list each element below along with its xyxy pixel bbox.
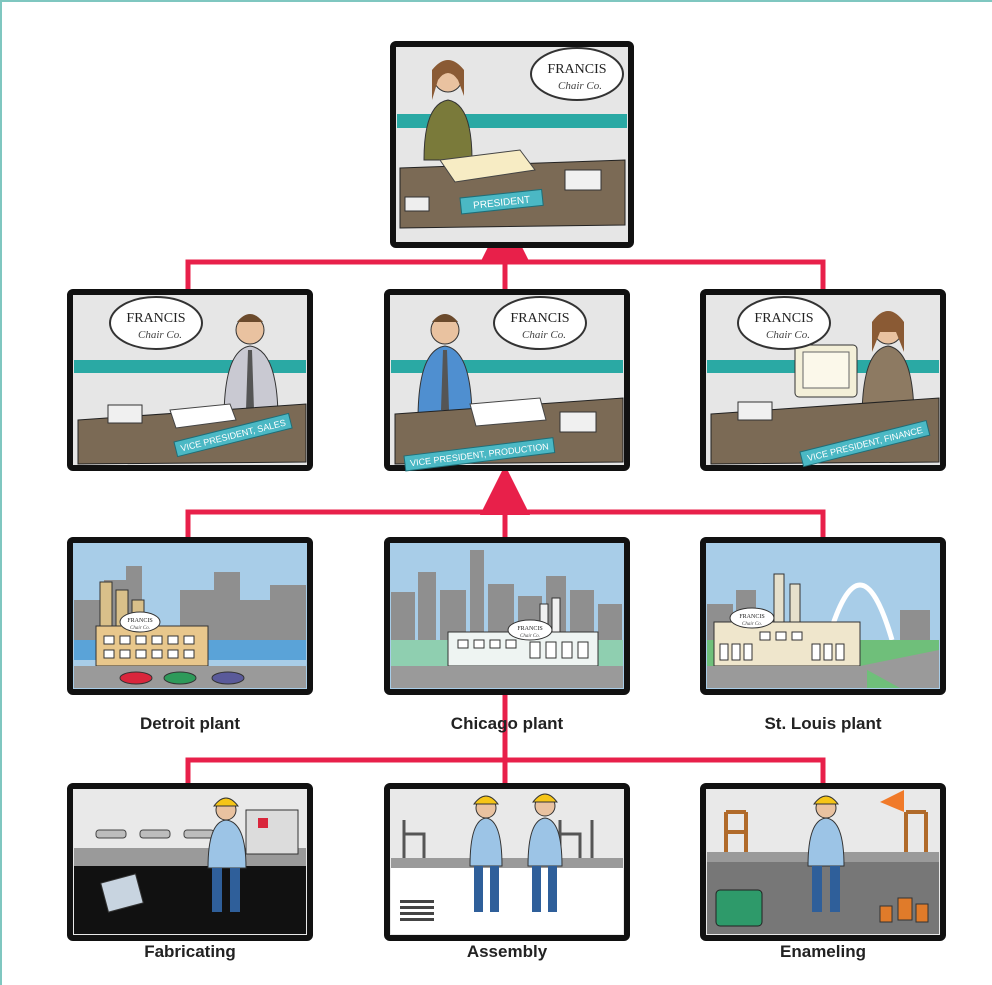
plant-logo-line1: FRANCIS [739,614,764,620]
company-logo: FRANCIS Chair Co. [109,296,203,350]
factory-icon: FRANCIS Chair Co. [95,581,209,667]
logo-line2: Chair Co. [558,80,602,92]
fabricating-panel [67,783,313,941]
person-icon [417,314,473,421]
worker-icon [527,793,563,912]
company-logo: FRANCIS Chair Co. [493,296,587,350]
plant-logo-line2: Chair Co. [742,622,762,627]
spray-icon [880,790,904,812]
logo-line2: Chair Co. [522,329,566,341]
plant-logo-line2: Chair Co. [130,626,150,631]
factory-icon: FRANCIS Chair Co. [447,597,599,667]
chair-icon [724,810,928,852]
worker-icon [807,795,845,912]
chicago-plant-label: Chicago plant [450,714,564,733]
vp-sales-panel: FRANCIS Chair Co. VICE PRESIDENT, SALES [67,289,313,471]
logo-line2: Chair Co. [138,329,182,341]
logo-line1: FRANCIS [126,311,185,326]
assembly-panel [384,783,630,941]
worker-icon [207,797,247,912]
plant-logo-line1: FRANCIS [517,626,542,632]
arch-icon [825,582,895,641]
president-panel: FRANCIS Chair Co. PRESIDENT [390,41,634,248]
plant-logo-line1: FRANCIS [127,618,152,624]
connector-lines [185,213,826,786]
stlouis-plant-panel: FRANCIS Chair Co. [700,537,946,695]
detroit-plant-label: Detroit plant [139,714,241,733]
desk-icon [394,397,624,465]
logo-line2: Chair Co. [766,329,810,341]
company-logo: FRANCIS Chair Co. [530,47,624,101]
logo-line1: FRANCIS [754,311,813,326]
vp-production-panel: FRANCIS Chair Co. VICE PRESIDENT, PRODUC… [384,289,630,472]
logo-line1: FRANCIS [547,62,606,77]
logo-line1: FRANCIS [510,311,569,326]
enameling-panel [700,783,946,941]
chicago-plant-panel: FRANCIS Chair Co. [384,537,630,695]
person-icon [423,60,473,161]
factory-icon: FRANCIS Chair Co. [713,573,861,667]
plant-logo-line2: Chair Co. [520,634,540,639]
desk-icon [77,403,307,465]
assembly-label: Assembly [466,942,548,961]
person-icon [223,314,279,421]
fabricating-label: Fabricating [144,942,236,961]
company-logo: FRANCIS Chair Co. [737,296,831,350]
car-icon [119,671,245,685]
worker-icon [469,795,503,912]
stlouis-plant-label: St. Louis plant [764,714,882,733]
computer-icon [794,344,858,398]
vp-finance-panel: FRANCIS Chair Co. VICE PRESIDENT, FINANC… [700,289,946,471]
detroit-plant-panel: FRANCIS Chair Co. [67,537,313,695]
enameling-label: Enameling [780,942,866,961]
